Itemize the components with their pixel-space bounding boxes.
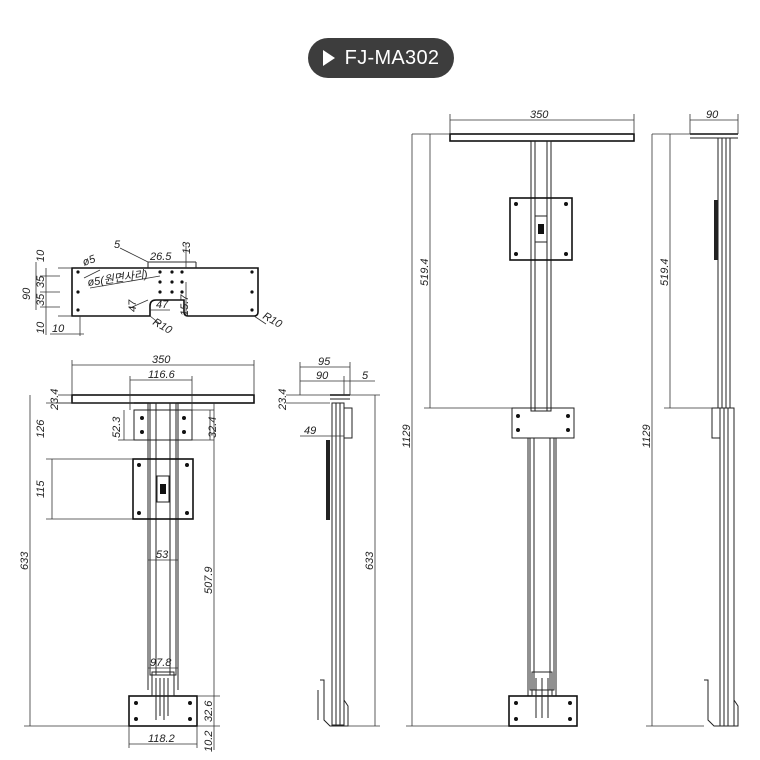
dim-26-5: 26.5 [149,251,172,263]
dim-10-2: 10.2 [203,731,215,752]
dim-90: 90 [21,287,33,300]
dim-97-8: 97.8 [150,657,172,669]
extended-side-view: 90 519.4 1129 [641,109,739,727]
side-dim-95: 95 [318,356,331,368]
ext-side-dim-519-4: 519.4 [659,258,671,286]
dim-23-4: 23.4 [49,389,61,411]
dim-115: 115 [35,480,47,498]
ext-side-dim-1129: 1129 [641,424,653,448]
dim-10c: 10 [52,323,65,335]
dim-52-3: 52.3 [111,416,123,438]
dim-5: 5 [114,239,121,251]
play-triangle-icon [322,50,335,66]
dim-32-6: 32.6 [203,700,215,722]
dim-r10b: R10 [261,310,285,331]
dim-35a: 35 [35,275,47,288]
ext-dim-350: 350 [530,109,549,121]
front-view: 350 116.6 23.4 126 52.3 32.4 115 633 53 … [19,354,255,752]
dim-118-2: 118.2 [148,733,175,745]
dim-13: 13 [181,241,193,254]
side-dim-49: 49 [304,425,316,437]
dim-phi5: ø5 [81,253,98,269]
ext-dim-1129: 1129 [401,424,413,448]
dim-r10a: R10 [151,316,175,337]
dim-32-4: 32.4 [207,417,219,438]
side-dim-90: 90 [316,370,329,382]
extended-front-view: 350 519.4 1129 [401,109,635,727]
side-dim-633: 633 [364,551,376,570]
model-badge: FJ-MA302 [308,38,454,78]
dim-35b: 35 [35,293,47,306]
model-label: FJ-MA302 [344,46,440,69]
ext-side-dim-90: 90 [706,109,719,121]
dim-10b: 10 [35,321,47,334]
side-dim-5: 5 [362,370,369,382]
top-plate-view: 10 35 35 90 10 10 ø5 5 26.5 13 ø5(원면사리) … [21,239,285,337]
dim-phi5-note: ø5(원면사리) [87,268,149,289]
side-view: 95 90 5 23.4 49 633 [277,356,380,727]
ext-dim-519-4: 519.4 [419,258,431,286]
dim-116-6: 116.6 [148,369,176,381]
dim-126: 126 [35,419,47,438]
dim-350: 350 [152,354,171,366]
dim-47b: 47 [156,299,169,311]
dim-633: 633 [19,551,31,570]
dim-15-7: 15.7 [179,294,191,316]
dim-507-9: 507.9 [203,566,215,594]
dim-10a: 10 [35,249,47,262]
dim-53: 53 [156,549,169,561]
side-dim-23-4: 23.4 [277,389,289,411]
dim-47a: 47 [127,299,139,312]
